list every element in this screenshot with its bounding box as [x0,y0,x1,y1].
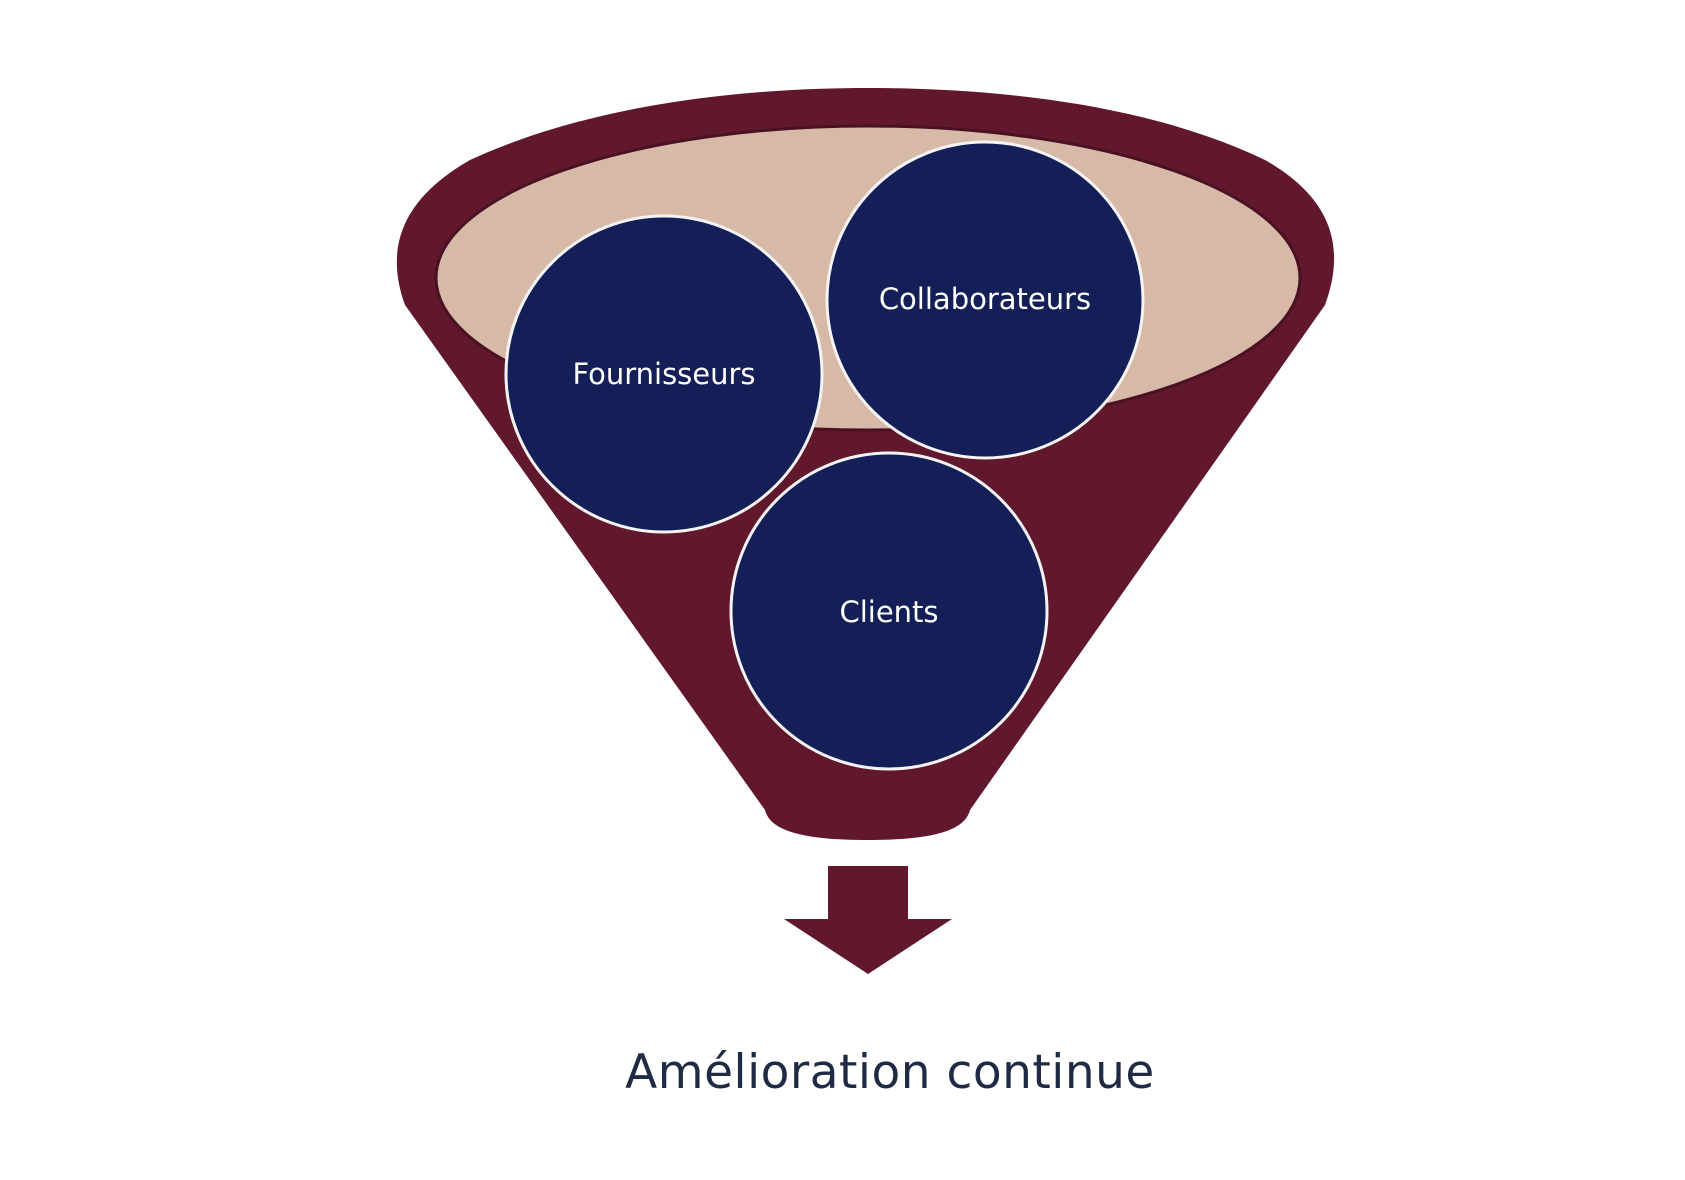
fournisseurs-circle [504,214,824,534]
clients-label: Clients [839,595,938,629]
down-arrow-icon [784,866,952,974]
output-label: Amélioration continue [625,1045,1155,1100]
fournisseurs-label: Fournisseurs [572,357,755,391]
input-collaborateurs: Collaborateurs [825,140,1145,460]
input-clients: Clients [729,451,1049,771]
input-fournisseurs: Fournisseurs [504,214,824,534]
collaborateurs-circle [825,140,1145,460]
clients-circle [729,451,1049,771]
collaborateurs-label: Collaborateurs [879,282,1091,316]
